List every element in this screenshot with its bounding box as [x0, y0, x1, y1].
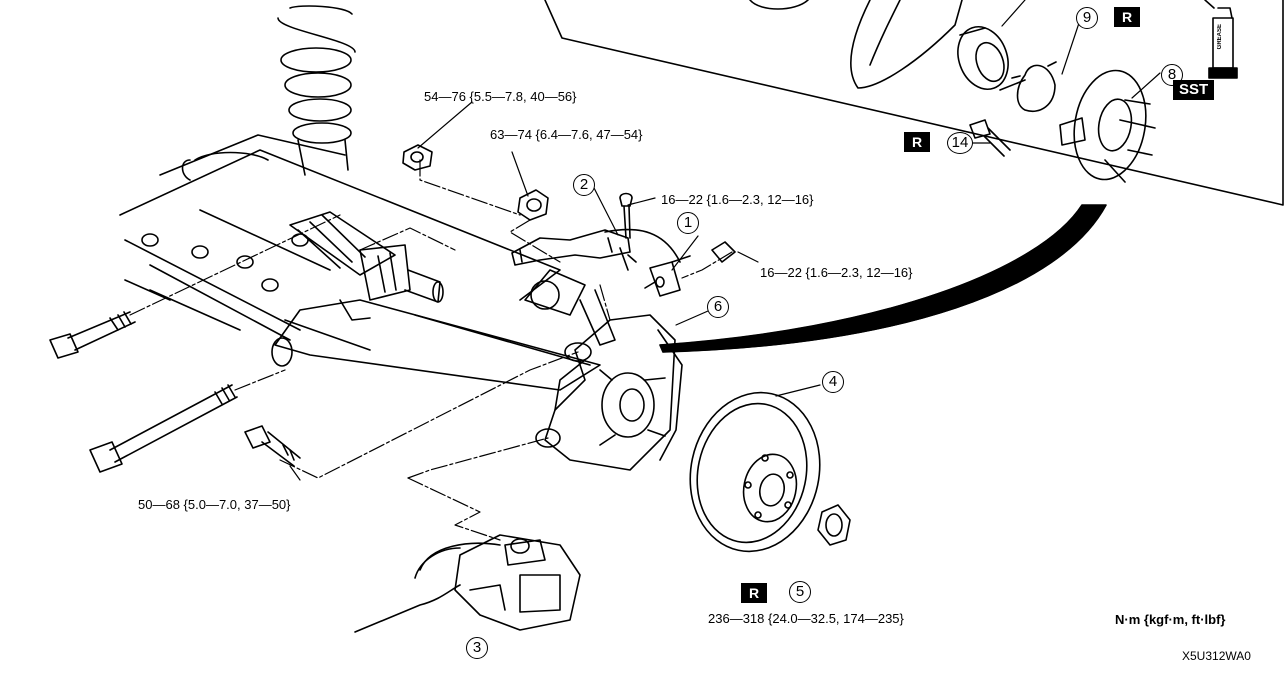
- brake-disc: [689, 391, 821, 553]
- reference-lines: [129, 159, 733, 541]
- torque-label-sensor-bolt: 16—22 {1.6—2.3, 12—16}: [760, 265, 913, 280]
- replace-badge-wheel-bolt: R: [904, 132, 931, 152]
- inset-parts: [749, 0, 1238, 183]
- torque-label-lower-mount: 63—74 {6.4—7.6, 47—54}: [490, 127, 643, 142]
- torque-label-bracket-bolt: 16—22 {1.6—2.3, 12—16}: [661, 192, 814, 207]
- leader-lines: [289, 0, 1161, 481]
- brake-hose-bracket: [511, 228, 681, 271]
- crossmember: [119, 134, 561, 351]
- callout-8: 8: [1161, 64, 1183, 86]
- drive-shaft: [289, 211, 444, 303]
- callout-5: 5: [789, 581, 811, 603]
- brake-caliper: [354, 534, 581, 633]
- callout-3: 3: [466, 637, 488, 659]
- locknut: [817, 504, 851, 546]
- lower-arm: [271, 299, 601, 391]
- torque-label-arm-bolt: 50—68 {5.0—7.0, 37—50}: [138, 497, 291, 512]
- bolts: [49, 144, 736, 473]
- callout-1: 1: [677, 212, 699, 234]
- grease-label: GREASE: [1217, 24, 1223, 50]
- callout-14: 14: [947, 132, 973, 154]
- torque-label-locknut: 236—318 {24.0—32.5, 174—235}: [708, 611, 904, 626]
- inset-frame: [544, 0, 1284, 206]
- sst-badge: SST: [1173, 80, 1215, 100]
- replace-badge-locknut: R: [741, 583, 768, 603]
- callout-9: 9: [1076, 7, 1098, 29]
- abs-sensor: [644, 255, 691, 297]
- callout-6: 6: [707, 296, 729, 318]
- units-label: N·m {kgf·m, ft·lbf}: [1115, 612, 1226, 627]
- torque-label-upper-mount: 54—76 {5.5—7.8, 40—56}: [424, 89, 577, 104]
- grease-tube-icon: GREASE: [1214, 20, 1232, 66]
- coil-spring: [277, 5, 356, 176]
- figure-code: X5U312WA0: [1182, 649, 1251, 663]
- replace-badge-snap-ring: R: [1114, 7, 1141, 27]
- knuckle: [535, 314, 683, 471]
- callout-2: 2: [573, 174, 595, 196]
- callout-4: 4: [822, 371, 844, 393]
- trailing-link: [524, 269, 616, 346]
- inset-connector-curve: [659, 204, 1107, 353]
